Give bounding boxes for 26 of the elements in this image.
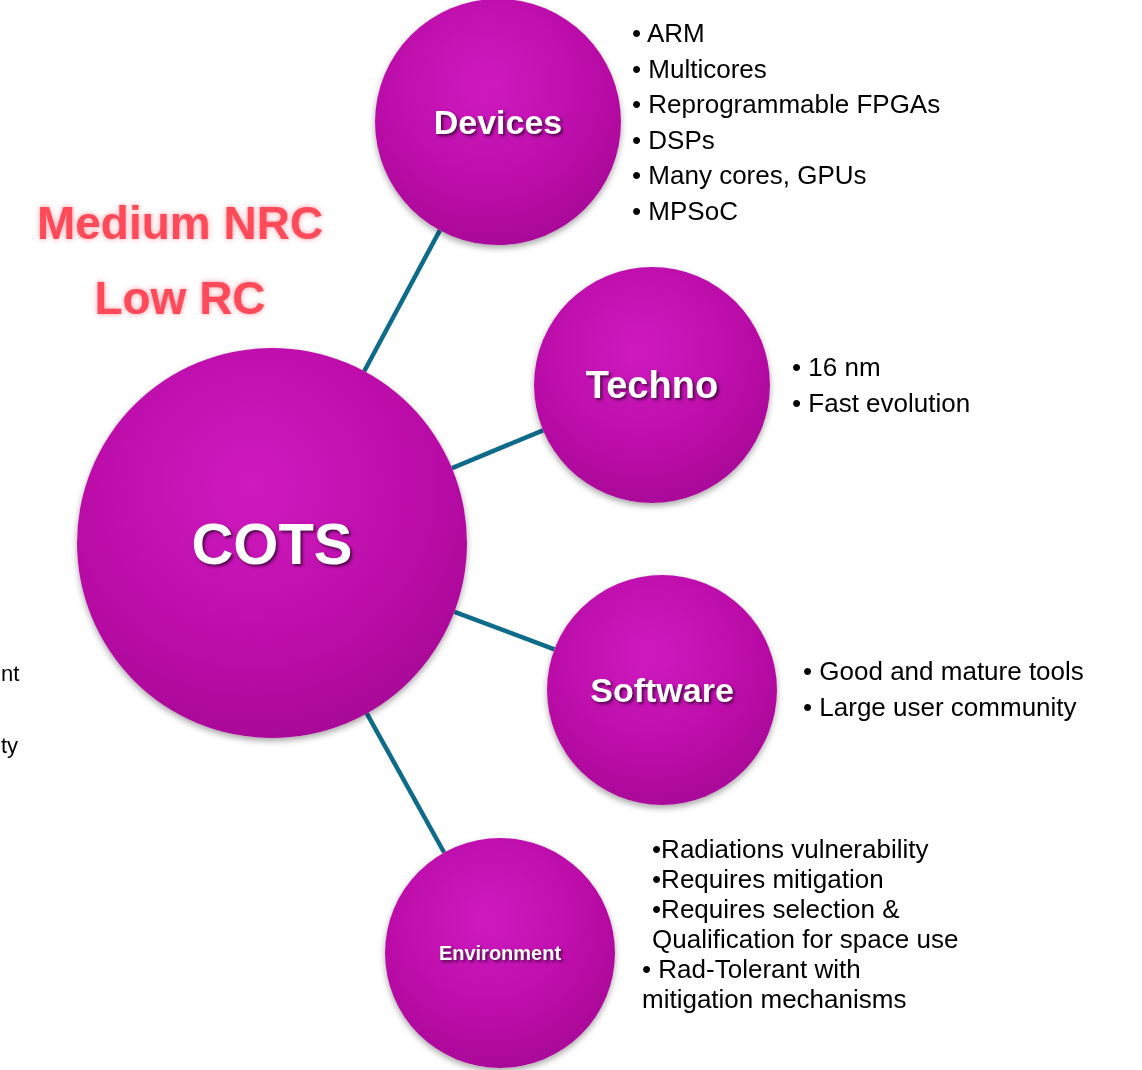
bullet-item: • Many cores, GPUs (632, 159, 868, 192)
cut-off-text: ty (1, 733, 19, 759)
node-label: Devices (433, 102, 563, 142)
bullet-item: • ARM (632, 17, 706, 50)
bullet-item: •Requires selection & Qualification for space use (652, 894, 960, 954)
bullet-item: • Multicores (632, 52, 768, 86)
node-label: Environment (438, 941, 562, 965)
bullet-item: • DSPs (632, 123, 716, 157)
bullet-item: •Requires mitigation (652, 864, 885, 894)
connector-line (451, 428, 544, 471)
connector-line (453, 609, 556, 652)
bullet-item: • Large user community (803, 690, 1078, 724)
bullet-item: • Good and mature tools (803, 655, 1085, 688)
cut-off-text: nt (1, 661, 20, 687)
bullet-item: • MPSoC (632, 194, 739, 228)
connector-line (362, 229, 442, 373)
node-label: COTS (191, 509, 353, 577)
bullet-item: • 16 nm (792, 351, 882, 384)
bullet-item: • Fast evolution (792, 386, 972, 420)
connector-line (364, 712, 447, 854)
cost-heading: Medium NRC Low RC (35, 196, 325, 326)
bullet-item: •Radiations vulnerability (652, 834, 930, 864)
node-label: Software (590, 670, 734, 710)
bullet-item: • Rad-Tolerant with mitigation mechanisms (642, 954, 908, 1014)
bullet-item: • Reprogrammable FPGAs (632, 88, 942, 121)
node-label: Techno (585, 363, 719, 407)
